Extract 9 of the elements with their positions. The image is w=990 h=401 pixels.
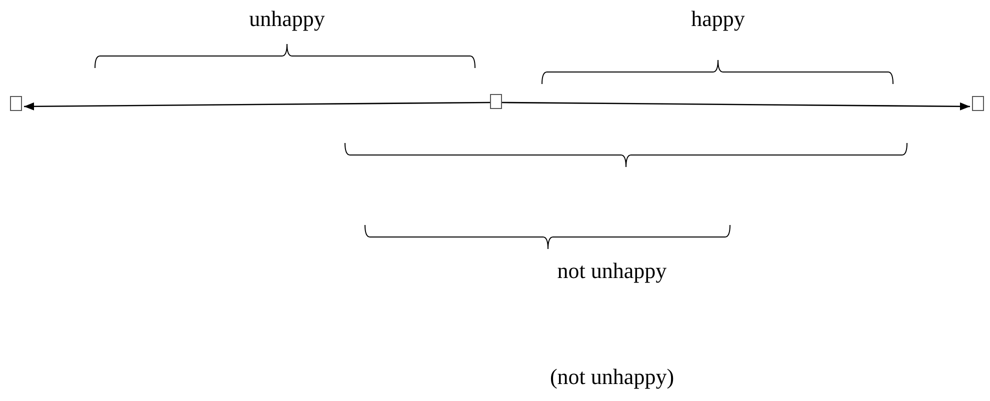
bracket-label: unhappy: [249, 6, 325, 32]
bracket-label: (not unhappy): [550, 364, 674, 390]
arrow: [502, 102, 970, 110]
empty-square: [490, 94, 502, 109]
arrow: [24, 102, 490, 110]
bracket-label: happy: [691, 6, 745, 32]
empty-square: [972, 96, 984, 111]
bracket-label: not unhappy: [557, 258, 667, 284]
empty-square: [10, 96, 22, 111]
